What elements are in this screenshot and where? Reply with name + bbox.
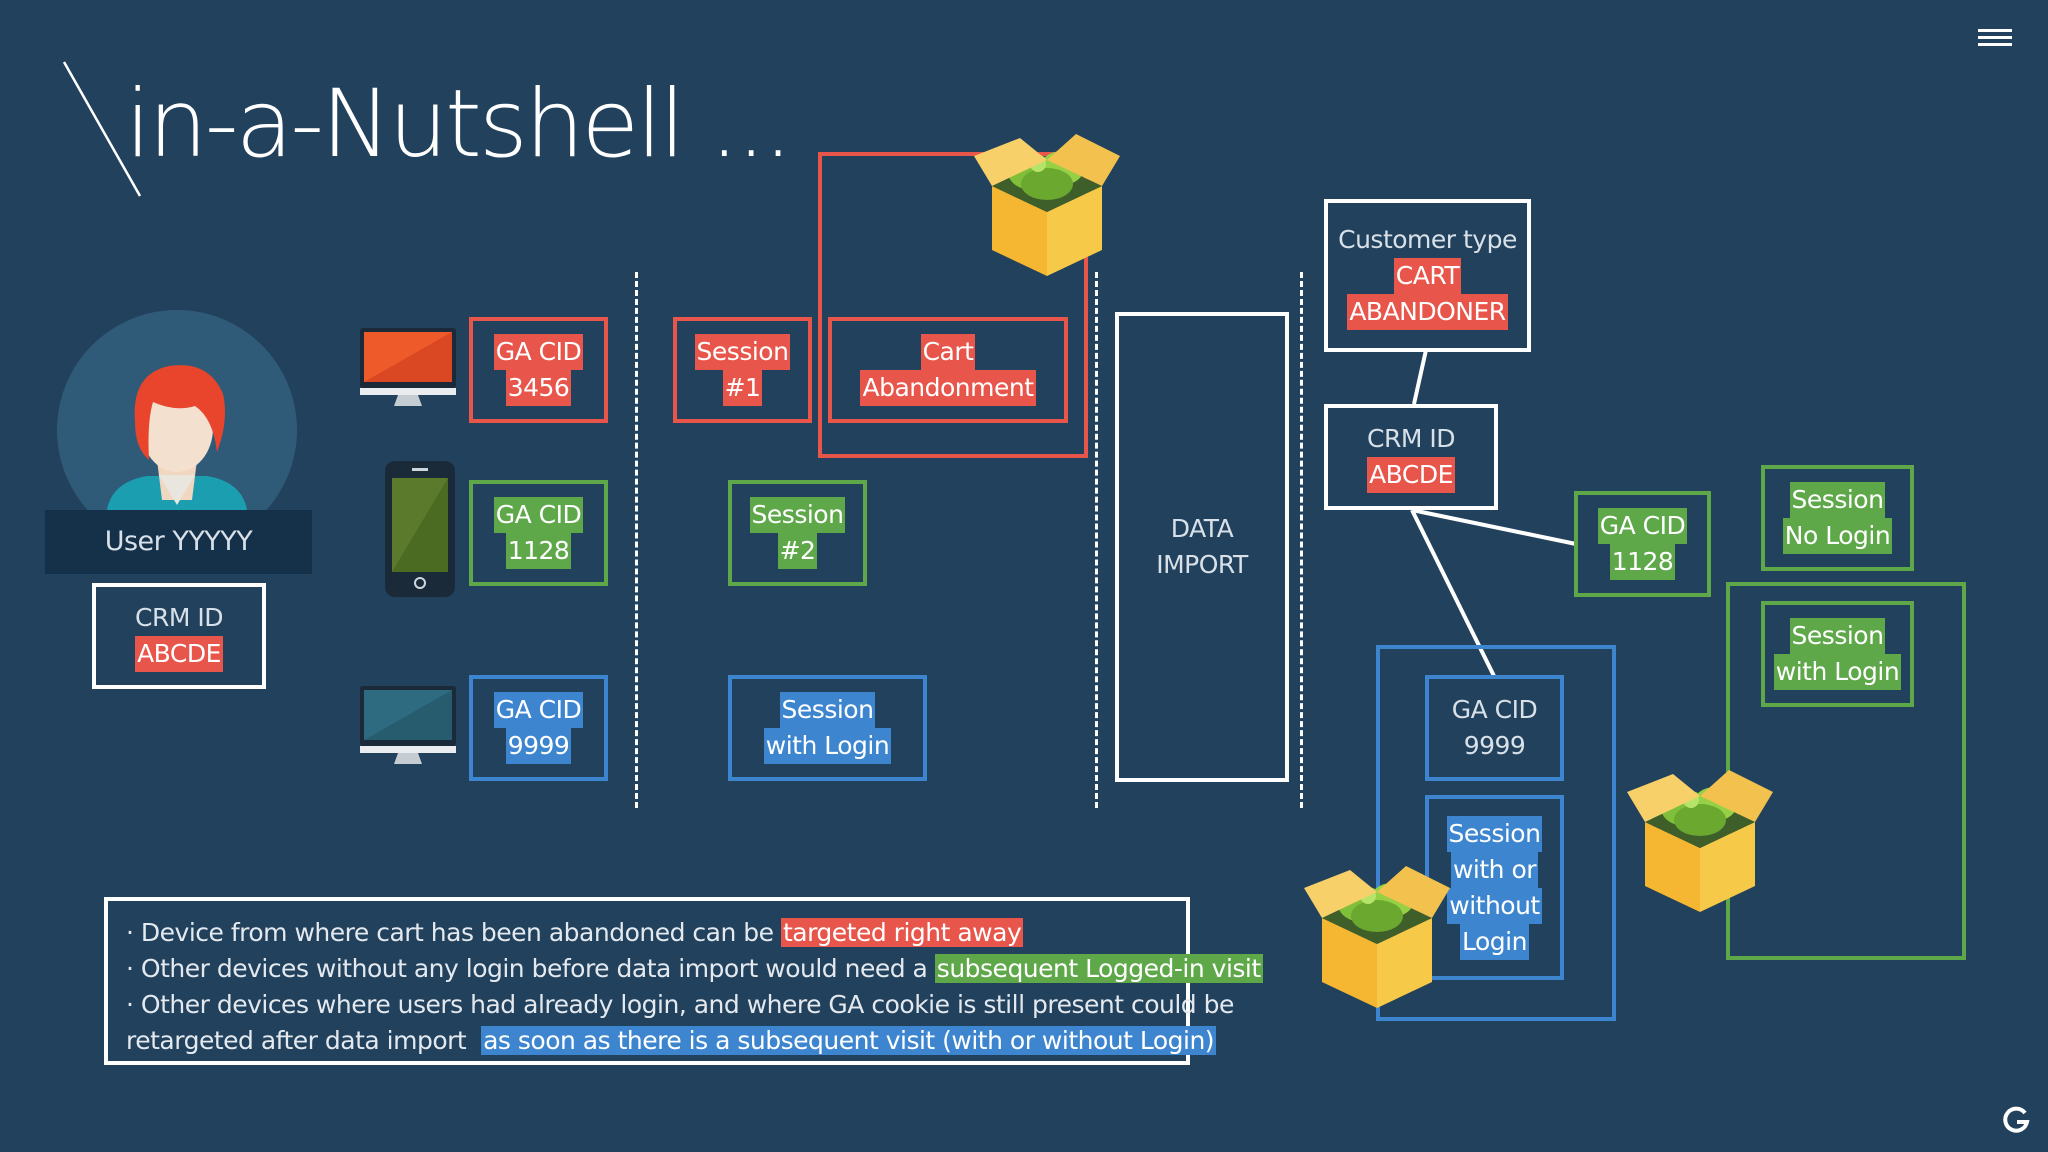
desktop-red-icon bbox=[360, 328, 456, 406]
right-ga-cid-blue: GA CID 9999 bbox=[1425, 675, 1564, 781]
blue-session-line: with or bbox=[1450, 851, 1539, 888]
right-ga-green-label: GA CID bbox=[1597, 508, 1688, 544]
blue-session-line: Login bbox=[1460, 923, 1529, 960]
phone-icon bbox=[385, 461, 455, 597]
connector-lines bbox=[1410, 349, 1577, 677]
note-line-1: · Device from where cart has been abando… bbox=[126, 915, 1168, 951]
ga-cid-box-green: GA CID 1128 bbox=[469, 480, 608, 586]
menu-icon[interactable] bbox=[1978, 28, 2014, 50]
customer-type-label: Customer type bbox=[1338, 224, 1517, 254]
abandonment-label: Abandonment bbox=[860, 370, 1036, 406]
cart-outer-box bbox=[818, 152, 1088, 458]
blue-session-line: without bbox=[1447, 887, 1542, 924]
session-2-label: Session bbox=[749, 497, 846, 533]
user-crm-value: ABCDE bbox=[135, 636, 223, 672]
ga-cid-value: 9999 bbox=[505, 728, 572, 764]
gift-box-icon bbox=[1627, 770, 1773, 912]
customer-type-value-2: ABANDONER bbox=[1347, 293, 1508, 330]
no-login-line2: No Login bbox=[1782, 518, 1893, 554]
note-4-highlight: as soon as there is a subsequent visit (… bbox=[481, 1026, 1217, 1055]
divider-1 bbox=[635, 272, 638, 808]
no-login-line1: Session bbox=[1789, 482, 1886, 518]
blue-session-box: Session with or without Login bbox=[1425, 795, 1564, 980]
right-ga-blue-value: 9999 bbox=[1463, 731, 1526, 760]
session-1-box: Session #1 bbox=[673, 317, 812, 423]
right-ga-blue-label: GA CID bbox=[1451, 695, 1538, 724]
session-2-box: Session #2 bbox=[728, 480, 867, 586]
session-2-number: #2 bbox=[777, 533, 818, 569]
user-crm-box: CRM ID ABCDE bbox=[92, 583, 266, 689]
session-with-login-green-box: Session with Login bbox=[1761, 601, 1914, 707]
data-import-line2: IMPORT bbox=[1156, 550, 1248, 579]
ga-cid-box-blue: GA CID 9999 bbox=[469, 675, 608, 781]
user-name-bar: User YYYYY bbox=[45, 510, 312, 574]
notes-box: · Device from where cart has been abando… bbox=[104, 897, 1263, 1065]
user-name: User YYYYY bbox=[104, 526, 253, 557]
data-import-line1: DATA bbox=[1170, 514, 1234, 543]
ga-cid-label: GA CID bbox=[493, 497, 584, 533]
divider-2 bbox=[1095, 272, 1098, 808]
ga-cid-label: GA CID bbox=[493, 692, 584, 728]
blue-group-box bbox=[1376, 645, 1616, 1021]
ga-cid-value: 1128 bbox=[505, 533, 572, 569]
note-2-highlight: subsequent Logged-in visit bbox=[934, 954, 1263, 983]
session-1-number: #1 bbox=[722, 370, 763, 406]
note-line-3: · Other devices where users had already … bbox=[126, 987, 1234, 1023]
with-login-line2: with Login bbox=[1773, 654, 1902, 690]
user-crm-label: CRM ID bbox=[135, 603, 223, 632]
note-3-text: · Other devices where users had already … bbox=[126, 990, 1234, 1019]
note-2-text: · Other devices without any login before… bbox=[126, 954, 935, 983]
session-1-label: Session bbox=[694, 334, 791, 370]
page-title: in-a-Nutshell ... bbox=[125, 70, 793, 179]
note-1-text: · Device from where cart has been abando… bbox=[126, 918, 781, 947]
with-login-line1: Session bbox=[1789, 618, 1886, 654]
right-ga-cid-green: GA CID 1128 bbox=[1574, 491, 1711, 597]
session-no-login-box: Session No Login bbox=[1761, 465, 1914, 571]
customer-type-value-1: CART bbox=[1393, 257, 1462, 294]
customer-type-box: Customer type CART ABANDONER bbox=[1324, 199, 1531, 352]
g-logo-icon bbox=[2003, 1106, 2030, 1133]
cart-label: Cart bbox=[920, 334, 976, 370]
note-line-2: · Other devices without any login before… bbox=[126, 951, 1263, 987]
user-avatar-icon bbox=[57, 310, 297, 510]
right-crm-label: CRM ID bbox=[1367, 424, 1455, 453]
desktop-blue-icon bbox=[360, 686, 456, 764]
note-line-4: retargeted after data import as soon as … bbox=[126, 1023, 1217, 1059]
ga-cid-label: GA CID bbox=[493, 334, 584, 370]
right-crm-box: CRM ID ABCDE bbox=[1324, 404, 1498, 510]
gift-box-icon bbox=[1304, 866, 1450, 1008]
session-with-login-box: Session with Login bbox=[728, 675, 927, 781]
note-1-highlight: targeted right away bbox=[780, 918, 1024, 947]
session-login-label: Session bbox=[779, 692, 876, 728]
gift-box-icon bbox=[974, 134, 1120, 276]
blue-session-line: Session bbox=[1446, 815, 1543, 852]
right-crm-value: ABCDE bbox=[1367, 457, 1455, 493]
title-slash bbox=[62, 61, 142, 197]
note-4-text: retargeted after data import bbox=[126, 1026, 482, 1055]
divider-3 bbox=[1300, 272, 1303, 808]
ga-cid-box-red: GA CID 3456 bbox=[469, 317, 608, 423]
cart-abandonment-box: Cart Abandonment bbox=[828, 317, 1068, 423]
ga-cid-value: 3456 bbox=[505, 370, 572, 406]
session-login-sub: with Login bbox=[763, 728, 892, 764]
data-import-box: DATA IMPORT bbox=[1115, 312, 1289, 782]
right-ga-green-value: 1128 bbox=[1609, 544, 1676, 580]
